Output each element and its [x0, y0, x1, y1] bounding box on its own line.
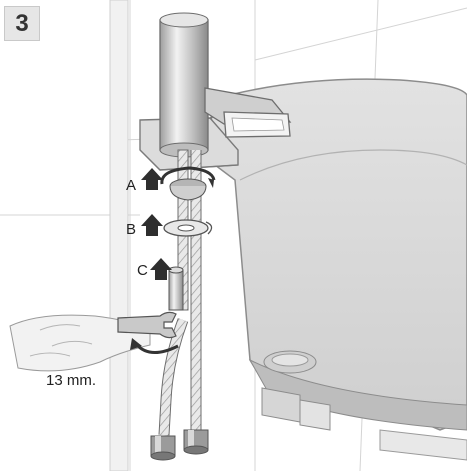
part-label-b: B [126, 221, 137, 238]
arrow-b-icon [141, 214, 163, 236]
part-label-c: C [137, 262, 148, 279]
step-number: 3 [15, 9, 29, 37]
hose-nut-right [183, 429, 209, 455]
step-number-badge: 3 [4, 6, 40, 41]
arrow-a-icon [141, 168, 163, 190]
wrench-size-label: 13 mm. [46, 372, 97, 389]
arrow-c-icon [150, 258, 172, 280]
part-label-a: A [126, 177, 137, 194]
part-b-washer [163, 219, 213, 237]
faucet [159, 12, 292, 158]
hand-with-wrench [9, 311, 179, 372]
up-arrows [141, 168, 172, 280]
washbasin [209, 78, 467, 461]
hose-nut-left [150, 435, 176, 461]
part-a-nut [160, 166, 216, 201]
part-c-stud [168, 266, 184, 311]
